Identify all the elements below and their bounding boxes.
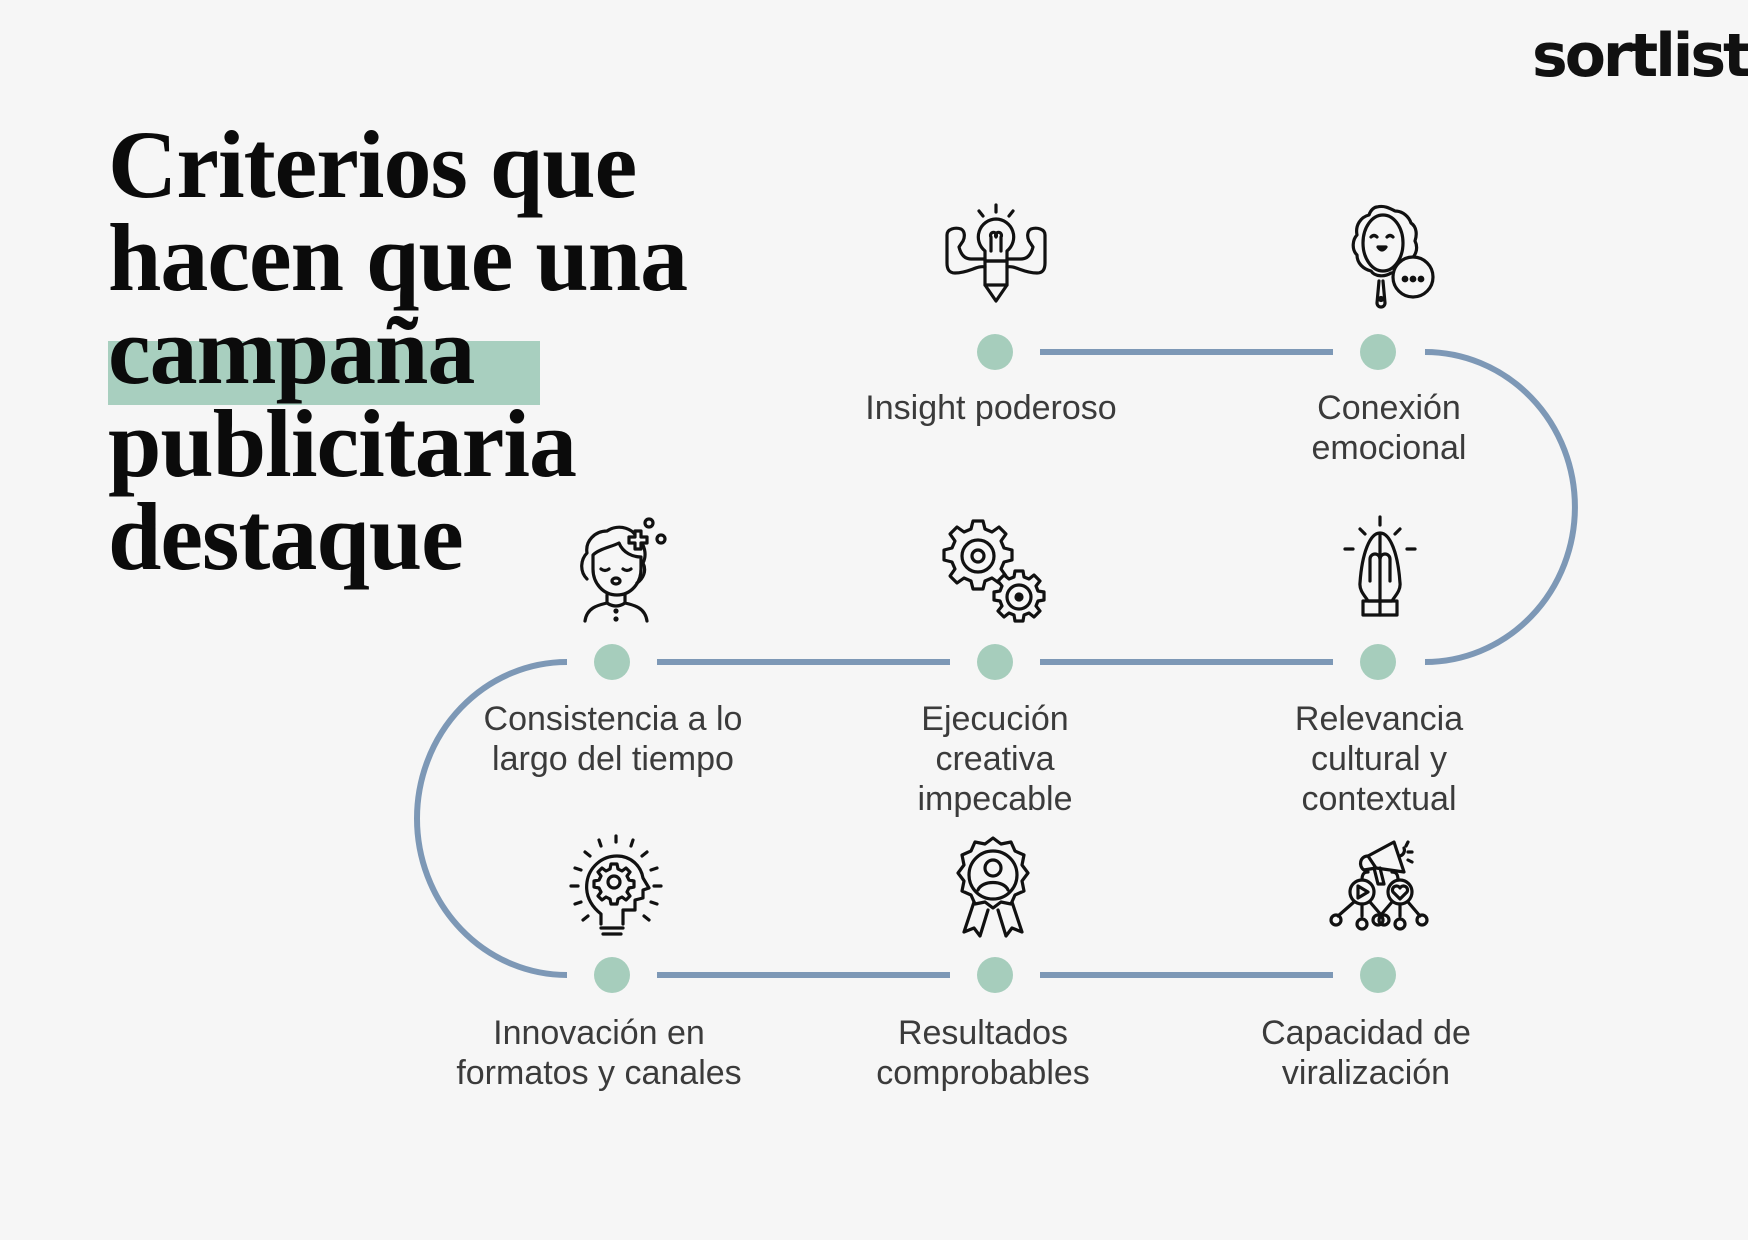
step-8-dot xyxy=(1360,957,1396,993)
title-line-1: Criterios que xyxy=(108,111,637,218)
step-3-dot xyxy=(1360,644,1396,680)
step-7-dot xyxy=(977,957,1013,993)
strong-lightbulb-icon xyxy=(941,203,1051,313)
title-highlight xyxy=(108,341,540,405)
title-line-2: hacen que una xyxy=(108,204,688,311)
step-1-label: Insight poderoso xyxy=(865,389,1117,427)
step-3-label: Relevancia cultural y contextual xyxy=(1294,700,1464,818)
title-line-4: publicitaria xyxy=(108,390,577,497)
step-6-label: Innovación en formatos y canales xyxy=(456,1014,742,1092)
step-6-dot xyxy=(594,957,630,993)
megaphone-network-icon xyxy=(1324,838,1434,948)
step-1-dot xyxy=(977,334,1013,370)
praying-hands-icon xyxy=(1325,515,1435,625)
woman-sparkles-icon xyxy=(563,515,673,625)
step-4-dot xyxy=(977,644,1013,680)
mirror-speech-icon xyxy=(1335,203,1445,313)
sortlist-logo: sortlist xyxy=(1532,21,1748,91)
step-4-label: Ejecución creativa impecable xyxy=(917,700,1073,818)
step-7-label: Resultados comprobables xyxy=(876,1014,1090,1092)
step-8-label: Capacidad de viralización xyxy=(1261,1014,1471,1092)
gears-icon xyxy=(937,515,1047,625)
step-2-dot xyxy=(1360,334,1396,370)
step-5-label: Consistencia a lo largo del tiempo xyxy=(483,700,743,778)
award-badge-icon xyxy=(938,832,1048,942)
head-lightbulb-gear-icon xyxy=(561,832,671,942)
title-line-5: destaque xyxy=(108,483,464,590)
step-2-label: Conexión emocional xyxy=(1311,389,1467,467)
page-title: Criterios que hacen que una campaña publ… xyxy=(108,111,688,590)
title-line-3-highlighted: campaña xyxy=(108,297,475,404)
step-5-dot xyxy=(594,644,630,680)
